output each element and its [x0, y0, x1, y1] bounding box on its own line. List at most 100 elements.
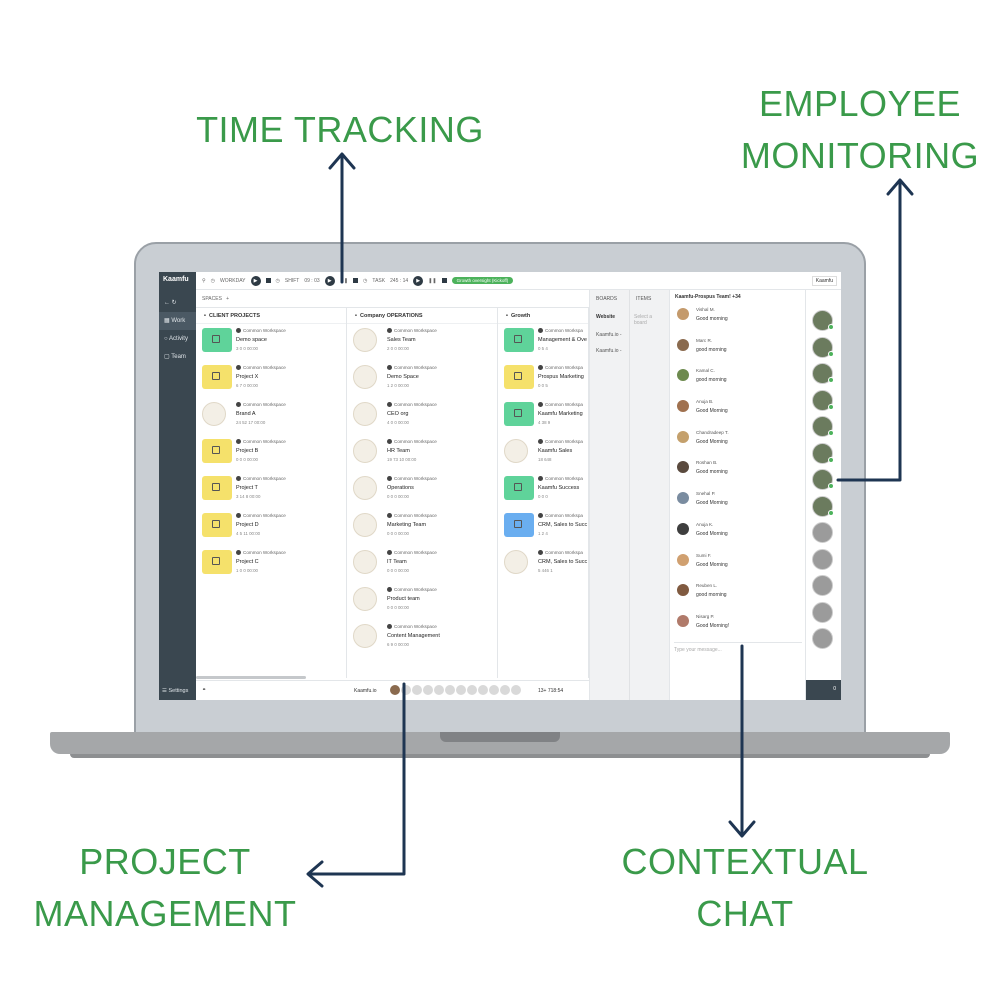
sidebar-item-team[interactable]: ▢ Team: [164, 354, 186, 360]
board-item[interactable]: Kaamfu.io -: [596, 348, 622, 354]
space-title: Prospus Marketing: [538, 374, 584, 380]
tag-icon[interactable]: ⚭: [202, 687, 207, 693]
employee-avatar[interactable]: [812, 336, 834, 358]
avatar[interactable]: [445, 685, 455, 695]
tab-items[interactable]: ITEMS: [636, 296, 652, 302]
space-stats: 0 0 0 00:00: [387, 605, 409, 610]
employee-avatar[interactable]: [812, 628, 833, 649]
chat-message[interactable]: Nisarg P. Good Morning!: [670, 611, 805, 642]
back-icon[interactable]: ← ↻: [164, 300, 177, 306]
employee-avatar[interactable]: [812, 548, 833, 570]
chat-input[interactable]: Type your message...: [674, 642, 802, 656]
chat-message[interactable]: Reuben L. good morning: [670, 580, 805, 611]
task-pause-button[interactable]: ❚❚: [428, 277, 437, 284]
board-website[interactable]: Website: [596, 314, 616, 320]
chat-message[interactable]: Chandradeep T. Good Morning: [670, 427, 805, 458]
chat-member-count[interactable]: +34: [732, 294, 741, 300]
sidebar-item-work[interactable]: ▦ Work: [159, 312, 196, 330]
employee-avatar[interactable]: [812, 389, 834, 411]
workspace-label: Common Workspace: [236, 328, 346, 333]
chat-message[interactable]: Roshan B. Good morning: [670, 457, 805, 488]
horizontal-scrollbar[interactable]: [196, 676, 306, 679]
avatar[interactable]: [456, 685, 466, 695]
avatar[interactable]: [423, 685, 433, 695]
avatar[interactable]: [489, 685, 499, 695]
monitor-chat-count[interactable]: 0: [806, 680, 841, 700]
chat-message[interactable]: Anuja B. Good Morning: [670, 396, 805, 427]
add-space-icon[interactable]: +: [223, 296, 230, 302]
current-task-badge[interactable]: Growth oversight (Kickoff): [451, 277, 514, 284]
avatar[interactable]: [467, 685, 477, 695]
chat-message[interactable]: Marc R. good morning: [670, 335, 805, 366]
tab-boards[interactable]: BOARDS: [596, 296, 618, 302]
shift-stop-button[interactable]: [353, 278, 359, 283]
chat-message[interactable]: Vishal M. Good morning: [670, 304, 805, 335]
sidebar-item-activity[interactable]: ○ Activity: [164, 336, 188, 342]
avatar[interactable]: [500, 685, 510, 695]
space-title: Project B: [236, 448, 259, 454]
user-menu[interactable]: Kaamfu: [811, 275, 837, 286]
callout-time-tracking: TIME TRACKING: [196, 109, 484, 150]
avatar: [677, 461, 689, 474]
task-play-button[interactable]: ▶: [413, 275, 424, 286]
space-stats: 5 446 1: [538, 568, 553, 573]
employee-avatar[interactable]: [812, 442, 834, 464]
employee-avatar[interactable]: [812, 363, 834, 384]
shift-pause-button[interactable]: ❚❚: [339, 277, 349, 284]
workday-stop-button[interactable]: [265, 278, 271, 283]
chat-message[interactable]: Sumi F. Good Morning: [670, 550, 805, 581]
time-tracking-bar: ⚲ ◷ WORKDAY ▶ ◷ SHIFT 09 : 03 ▶ ❚❚ ◷ TAS…: [196, 272, 841, 290]
avatar[interactable]: [478, 685, 488, 695]
space-thumbnail-icon: [353, 328, 377, 352]
employee-avatar[interactable]: [812, 601, 833, 623]
chat-message[interactable]: Anuja K. Good Morning: [670, 519, 805, 550]
avatar[interactable]: [434, 685, 444, 695]
employee-avatar[interactable]: [812, 416, 834, 437]
employee-avatar[interactable]: [812, 575, 833, 596]
avatar[interactable]: [511, 685, 521, 695]
space-title: Marketing Team: [387, 522, 427, 528]
employee-avatar[interactable]: [812, 495, 834, 517]
chat-message[interactable]: Kamal C. good morning: [670, 365, 805, 396]
avatar[interactable]: [412, 685, 422, 695]
sidebar-item-label: Team: [171, 354, 186, 360]
avatar[interactable]: [390, 685, 400, 695]
chat-message-list[interactable]: Vishal M. Good morning Marc R. good morn…: [670, 304, 805, 642]
task-stop-button[interactable]: [441, 278, 447, 283]
message-text: Good Morning: [696, 438, 728, 445]
employee-avatar[interactable]: [812, 310, 834, 331]
employee-avatar[interactable]: [812, 522, 833, 543]
board-item[interactable]: Kaamfu.io -: [596, 332, 622, 338]
chat-message[interactable]: Snehal P. Good Morning: [670, 488, 805, 519]
workday-play-button[interactable]: ▶: [250, 275, 261, 286]
employee-avatar[interactable]: [812, 469, 834, 490]
space-title: IT Team: [387, 559, 407, 565]
sidebar-item-settings[interactable]: ☰ Settings: [162, 688, 189, 694]
shift-play-button[interactable]: ▶: [324, 275, 335, 286]
avatar[interactable]: [401, 685, 411, 695]
search-icon[interactable]: ⚲: [202, 277, 206, 284]
